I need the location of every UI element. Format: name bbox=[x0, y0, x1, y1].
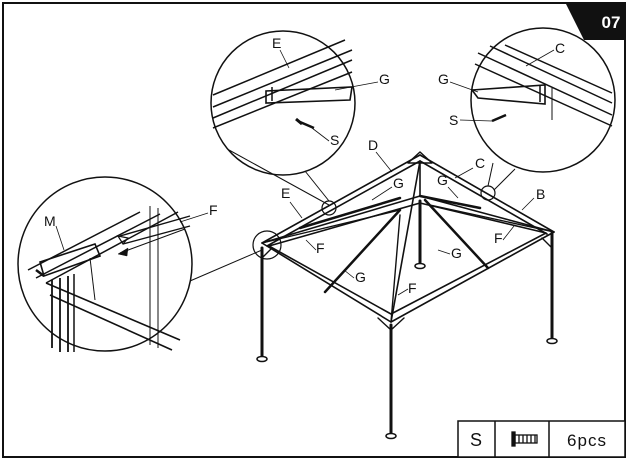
part-labels: D C G G E B F F G G F E G S C G S M F bbox=[44, 35, 565, 296]
label-main-F-left: F bbox=[316, 240, 325, 256]
step-number: 07 bbox=[602, 13, 621, 32]
detail-circle-side bbox=[17, 176, 263, 352]
label-detail-right-G: G bbox=[438, 71, 449, 87]
leader-lines bbox=[55, 49, 555, 296]
label-detail-side-F: F bbox=[209, 202, 218, 218]
label-main-F-center: F bbox=[408, 280, 417, 296]
corner-brackets bbox=[261, 237, 553, 331]
label-main-B: B bbox=[536, 186, 545, 202]
step-badge: 07 bbox=[566, 4, 625, 40]
label-detail-left-S: S bbox=[330, 132, 339, 148]
label-main-E: E bbox=[281, 185, 290, 201]
label-detail-side-M: M bbox=[44, 213, 56, 229]
label-main-C: C bbox=[475, 155, 485, 171]
gazebo-posts bbox=[260, 199, 554, 437]
rafters bbox=[298, 194, 490, 294]
diagonal-hangers bbox=[261, 204, 555, 323]
screw-icon bbox=[511, 431, 538, 447]
label-main-F-right: F bbox=[494, 230, 503, 246]
label-main-G-center-left: G bbox=[355, 269, 366, 285]
label-main-D: D bbox=[368, 137, 378, 153]
label-detail-left-G: G bbox=[379, 71, 390, 87]
label-detail-left-E: E bbox=[272, 35, 281, 51]
detail-circle-left bbox=[210, 30, 356, 206]
peak-cap bbox=[407, 151, 433, 164]
detail-circle-right bbox=[470, 27, 616, 191]
roof-ridges bbox=[261, 154, 555, 323]
label-detail-right-S: S bbox=[449, 112, 458, 128]
label-main-G-center-right: G bbox=[451, 245, 462, 261]
label-main-G-top-right: G bbox=[437, 172, 448, 188]
label-detail-right-C: C bbox=[555, 40, 565, 56]
label-main-G-top-left: G bbox=[393, 175, 404, 191]
perimeter-beams bbox=[261, 195, 555, 323]
parts-quantity: 6pcs bbox=[567, 431, 607, 450]
parts-table: S 6pcs bbox=[457, 420, 626, 458]
gazebo-frame bbox=[252, 151, 558, 440]
gazebo-feet bbox=[256, 262, 558, 440]
parts-code: S bbox=[470, 430, 482, 450]
